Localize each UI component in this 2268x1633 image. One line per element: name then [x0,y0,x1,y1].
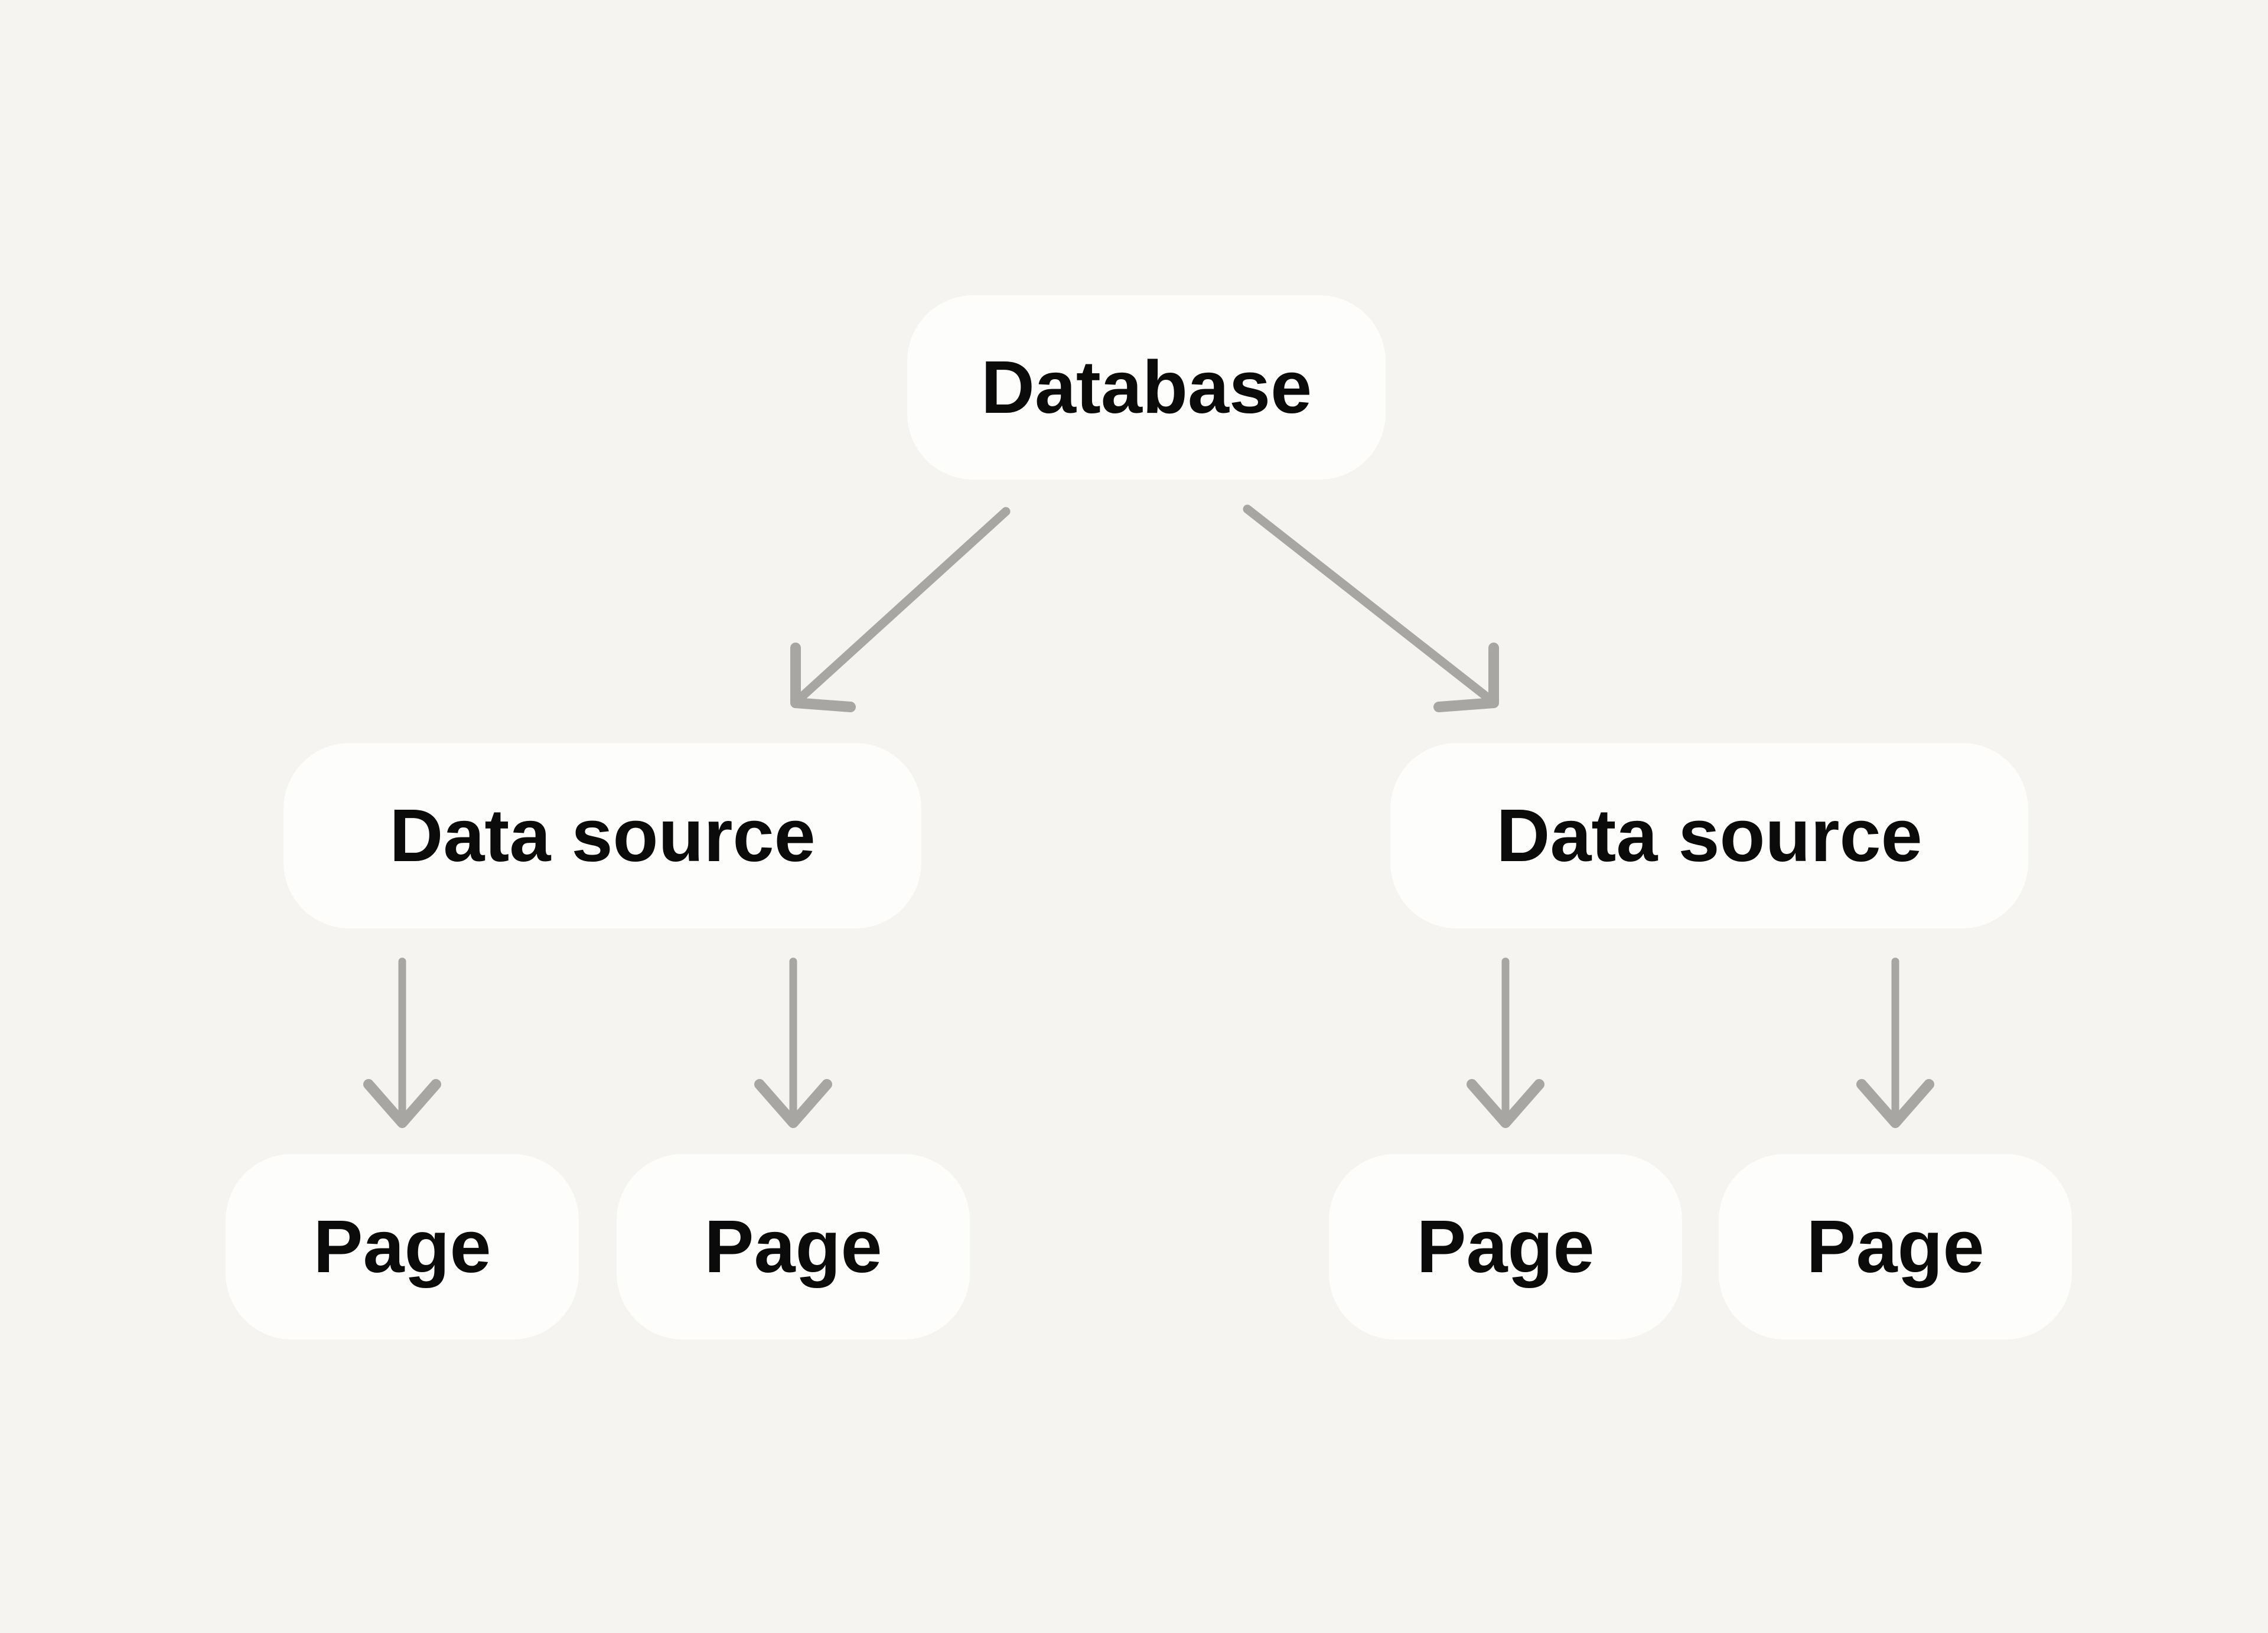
node-data-source-left: Data source [284,743,921,928]
node-data-source-right-label: Data source [1496,794,1922,877]
arrow-database-to-data-source-right [1243,504,1499,712]
node-database: Database [907,295,1386,480]
node-page-left-1-label: Page [313,1205,491,1288]
node-database-label: Database [980,345,1312,429]
node-data-source-right: Data source [1390,743,2028,928]
node-page-left-1: Page [226,1154,579,1339]
arrow-data-source-left-to-page-1 [363,957,441,1128]
node-page-left-2: Page [617,1154,970,1339]
arrow-database-to-data-source-left [790,507,1011,712]
arrow-data-source-left-to-page-2 [754,957,832,1128]
node-page-right-2: Page [1719,1154,2072,1339]
node-data-source-left-label: Data source [389,794,816,877]
node-page-right-1-label: Page [1416,1205,1595,1288]
node-page-right-2-label: Page [1806,1205,1984,1288]
arrow-data-source-right-to-page-3 [1467,957,1544,1128]
arrow-data-source-right-to-page-4 [1856,957,1934,1128]
node-page-right-1: Page [1329,1154,1682,1339]
node-page-left-2-label: Page [704,1205,882,1288]
